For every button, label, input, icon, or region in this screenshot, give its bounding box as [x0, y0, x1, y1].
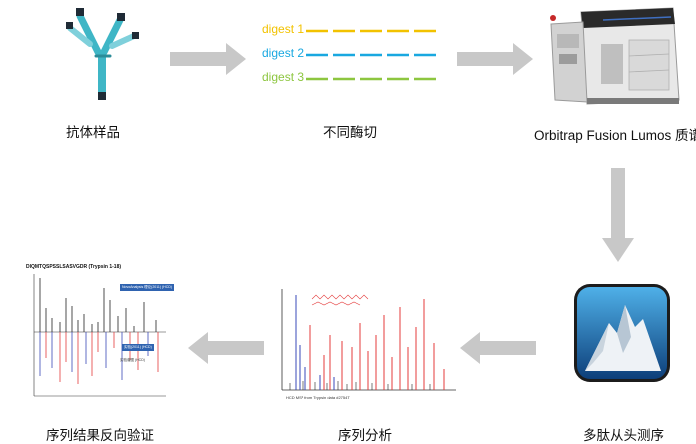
badge-theoretical: NovoAnalysis 理论(2011) (HCD) [120, 284, 174, 291]
arrow-left-icon [458, 331, 536, 365]
denovo-app-icon [573, 283, 671, 383]
arrow-left-2 [186, 331, 264, 370]
validation-title: DIQMTQSPSSLSASVGDR (Trypsin 1-18) [26, 264, 121, 270]
step-label-validation: 序列结果反向验证 [46, 424, 154, 444]
step-label-denovo: 多肽从头测序 [583, 424, 664, 444]
digest-line [306, 77, 436, 81]
badge-experimental: 实验(2011) (HCD) [122, 344, 154, 351]
step-label-digestion: 不同酶切 [323, 121, 377, 141]
validation-panel: DIQMTQSPSSLSASVGDR (Trypsin 1-18) [26, 264, 174, 410]
arrow-right-icon [457, 42, 535, 76]
spectrum-caption: HCD MS² from Trypsin data #2754T [286, 395, 350, 400]
digest-row-3: digest 3 [262, 70, 442, 88]
digest-row-2: digest 2 [262, 46, 442, 64]
digest-row-1: digest 1 [262, 22, 442, 40]
antibody-illustration [58, 6, 150, 104]
antibody-icon [58, 6, 150, 104]
arrow-left-icon [186, 331, 264, 365]
step-label-sequence-analysis: 序列分析 [338, 424, 392, 444]
mass-spectrometer-icon [543, 4, 683, 108]
digest-line [306, 53, 436, 57]
digest-list: digest 1 digest 2 digest 3 [262, 22, 442, 88]
digest-name: digest 3 [262, 70, 304, 84]
mass-spectrometer-image [543, 4, 683, 108]
mountain-peak-app-icon [573, 283, 671, 383]
spectrum-panel: HCD MS² from Trypsin data #2754T [272, 285, 460, 407]
digest-name: digest 1 [262, 22, 304, 36]
digest-line [306, 29, 436, 33]
arrow-right-icon [170, 42, 248, 76]
ms2-spectrum-plot [272, 285, 460, 407]
arrow-down-1 [601, 168, 635, 269]
arrow-right-2 [457, 42, 535, 81]
arrow-down-icon [601, 168, 635, 264]
step-label-antibody: 抗体样品 [66, 121, 120, 141]
digest-name: digest 2 [262, 46, 304, 60]
mirror-label: 实验谱图 (HCD) [120, 358, 145, 363]
arrow-right-1 [170, 42, 248, 81]
mirror-spectrum-plot [26, 272, 174, 404]
step-label-mass-spec: Orbitrap Fusion Lumos 质谱仪 [534, 124, 696, 144]
arrow-left-1 [458, 331, 536, 370]
